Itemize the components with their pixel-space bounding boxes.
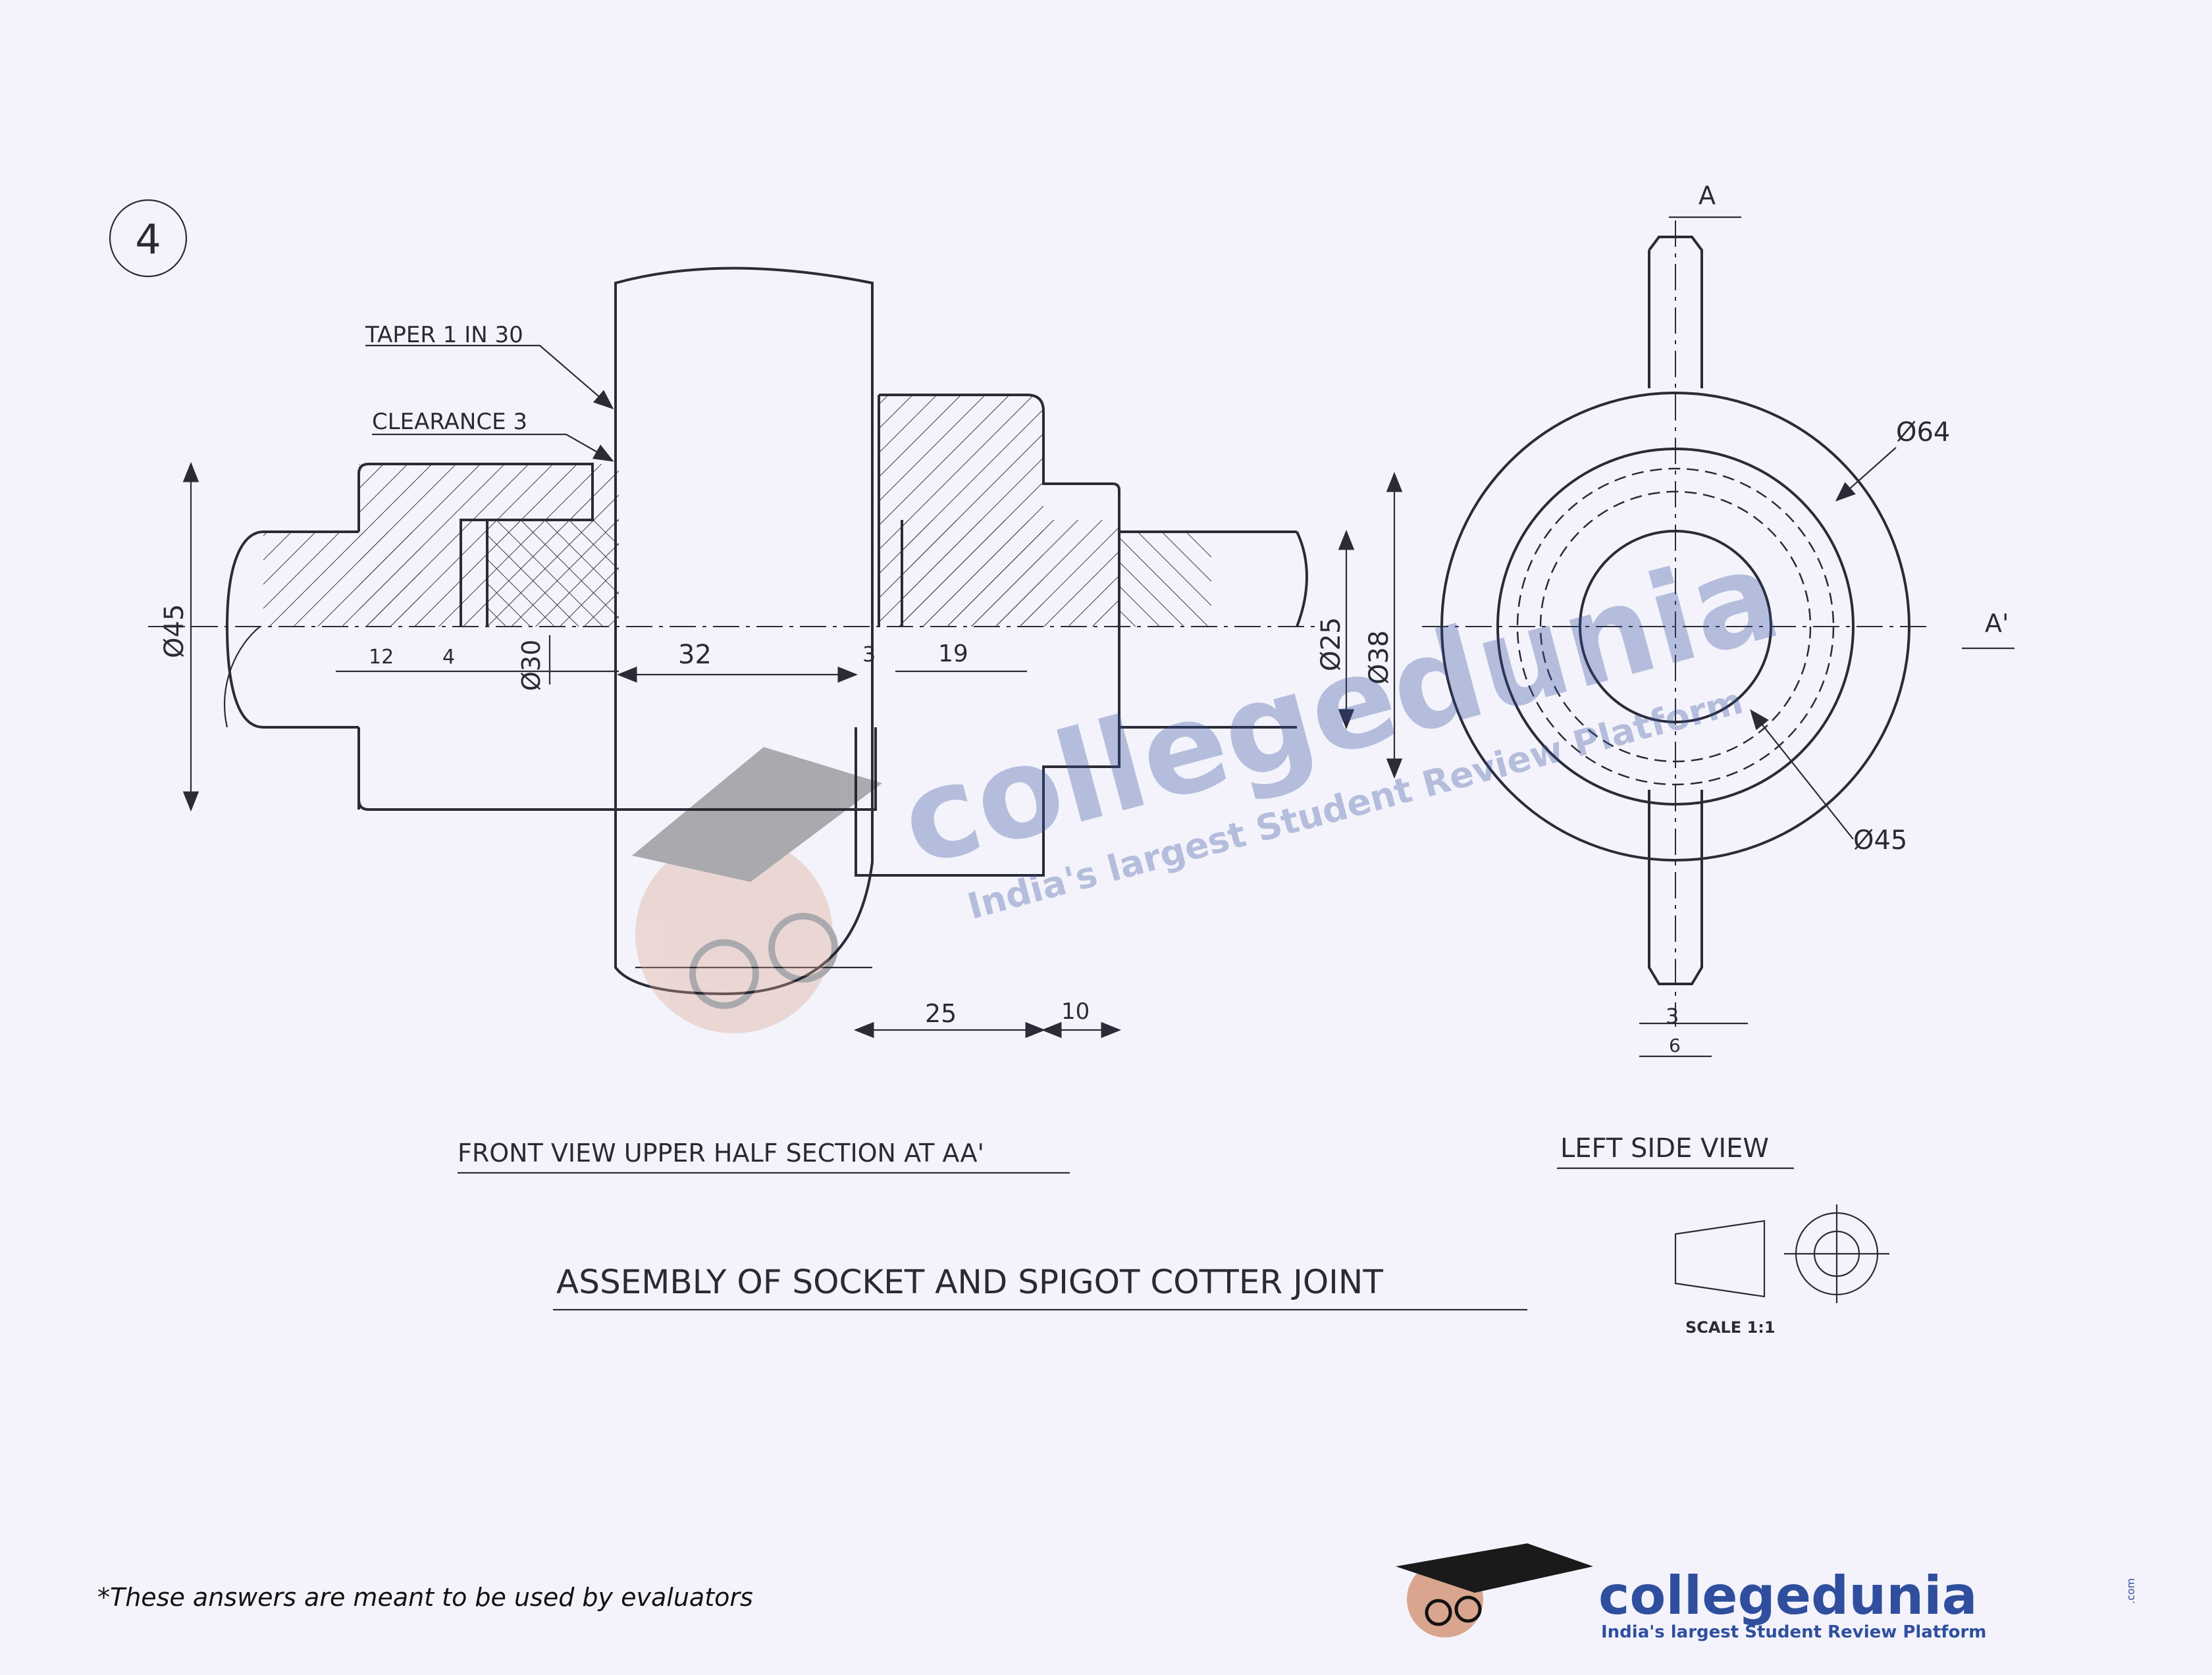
dim-d64-label: Ø64: [1896, 417, 1950, 448]
collegedunia-logo: collegedunia .com India's largest Studen…: [1396, 1543, 2137, 1642]
mascot-face: [635, 836, 833, 1033]
dim-4-label: 4: [442, 646, 455, 669]
clearance-label: CLEARANCE 3: [372, 409, 527, 435]
spigot-collar-outline: [357, 463, 594, 627]
side-view-label: LEFT SIDE VIEW: [1560, 1133, 1769, 1164]
sheet-number-text: 4: [135, 215, 161, 263]
dim-d30-label: Ø30: [517, 640, 546, 691]
mascot-glasses-right: [768, 913, 838, 983]
scale-label: SCALE 1:1: [1685, 1318, 1776, 1337]
taper-leader: [365, 344, 614, 410]
dim-19-label: 19: [938, 640, 968, 667]
dim-d45-side-label: Ø45: [1853, 825, 1907, 856]
watermark-mascot: [632, 747, 882, 1033]
dim-25-label: 25: [925, 999, 957, 1028]
logo-mascot-cap: [1396, 1543, 1593, 1593]
dim-d25-label: Ø25: [1316, 617, 1346, 671]
d64-leader: [1835, 447, 1897, 502]
dim-32-label: 32: [678, 640, 712, 670]
mascot-glasses-left: [689, 939, 759, 1009]
mascot-cap: [632, 747, 882, 882]
clearance-leader: [372, 433, 614, 462]
logo-glasses-left: [1425, 1599, 1452, 1626]
right-rod-break: [1296, 531, 1308, 627]
socket-hub-section: [902, 520, 1119, 627]
cotter: [614, 267, 874, 996]
dim-10-label: 10: [1061, 998, 1090, 1025]
logo-glasses-right: [1454, 1595, 1482, 1623]
sheet-number: 4: [109, 199, 188, 278]
dim-3-label: 3: [862, 642, 876, 667]
taper-label: TAPER 1 IN 30: [365, 322, 523, 348]
front-view: Ø45 Ø30 12 4 32 3 19 Ø25 Ø38 25 10 TAPER…: [148, 267, 1403, 1039]
section-a-label: A: [1698, 181, 1716, 210]
side-cotter-bottom: [1648, 790, 1703, 985]
left-rod-break: [225, 530, 264, 729]
dim-12-label: 12: [369, 646, 394, 669]
projection-cone: [1674, 1220, 1766, 1298]
projection-symbol: [1674, 1204, 1889, 1303]
drawing-title: ASSEMBLY OF SOCKET AND SPIGOT COTTER JOI…: [556, 1263, 1383, 1301]
left-rod-break-fill: [224, 626, 261, 728]
side-6-label: 6: [1669, 1035, 1681, 1056]
right-rod-section: [1119, 532, 1211, 627]
sheet-number-circle: [109, 199, 188, 278]
d45-side-leader: [1750, 709, 1854, 840]
logo-tagline: India's largest Student Review Platform: [1601, 1622, 1986, 1642]
dim-d45-label: Ø45: [159, 604, 190, 658]
spigot-inner-section: [487, 520, 619, 627]
evaluator-footnote: *These answers are meant to be used by e…: [97, 1583, 753, 1612]
left-side-view: A A' Ø64 Ø45 3 6: [1422, 181, 2014, 1058]
socket-lower-right-outline: [855, 627, 1120, 877]
logo-brand: collegedunia: [1598, 1565, 1978, 1626]
logo-domain: .com: [2124, 1578, 2137, 1604]
section-a-prime-label: A': [1985, 609, 2009, 638]
side-cotter-top: [1648, 236, 1703, 388]
front-view-label: FRONT VIEW UPPER HALF SECTION AT AA': [458, 1139, 984, 1168]
side-3-label: 3: [1666, 1004, 1679, 1029]
socket-upper-outline: [879, 394, 1120, 627]
dim-d38-label: Ø38: [1364, 631, 1394, 684]
